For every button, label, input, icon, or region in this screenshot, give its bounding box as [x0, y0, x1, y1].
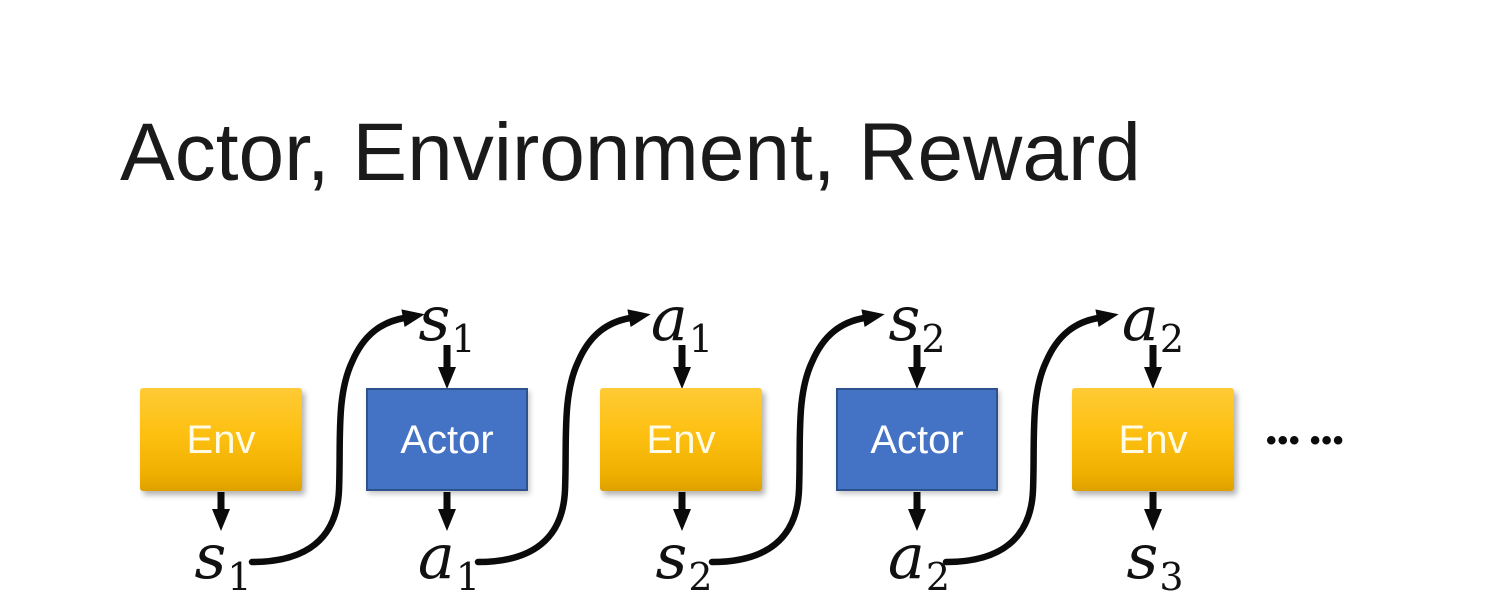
env-box-1: Env [140, 388, 302, 491]
curve-arrow-s2-to-actor2 [708, 309, 885, 566]
label-s2-bottom: s2 [655, 520, 713, 599]
label-s1-top: s1 [418, 282, 476, 361]
label-a1-top: a1 [650, 282, 714, 361]
env-box-2-label: Env [646, 417, 716, 462]
label-a2-top: a2 [1121, 282, 1185, 361]
actor-box-1: Actor [366, 388, 528, 491]
label-a1-bottom: a1 [417, 520, 481, 599]
label-s1-bottom: s1 [194, 520, 252, 599]
label-s2-top: s2 [888, 282, 946, 361]
label-s3-bottom: s3 [1126, 520, 1184, 599]
slide-title: Actor, Environment, Reward [120, 107, 1141, 198]
curve-arrow-a1-to-env2 [474, 309, 651, 566]
env-box-1-label: Env [186, 417, 256, 462]
continuation-ellipsis: ••• ••• [1266, 424, 1345, 457]
env-box-3: Env [1072, 388, 1234, 491]
actor-box-2: Actor [836, 388, 998, 491]
actor-box-2-label: Actor [870, 417, 964, 462]
env-box-2: Env [600, 388, 762, 491]
label-a2-bottom: a2 [887, 520, 951, 599]
env-box-3-label: Env [1118, 417, 1188, 462]
curve-arrow-a2-to-env3 [942, 309, 1119, 566]
curve-arrow-s1-to-actor1 [248, 309, 425, 566]
actor-box-1-label: Actor [400, 417, 494, 462]
